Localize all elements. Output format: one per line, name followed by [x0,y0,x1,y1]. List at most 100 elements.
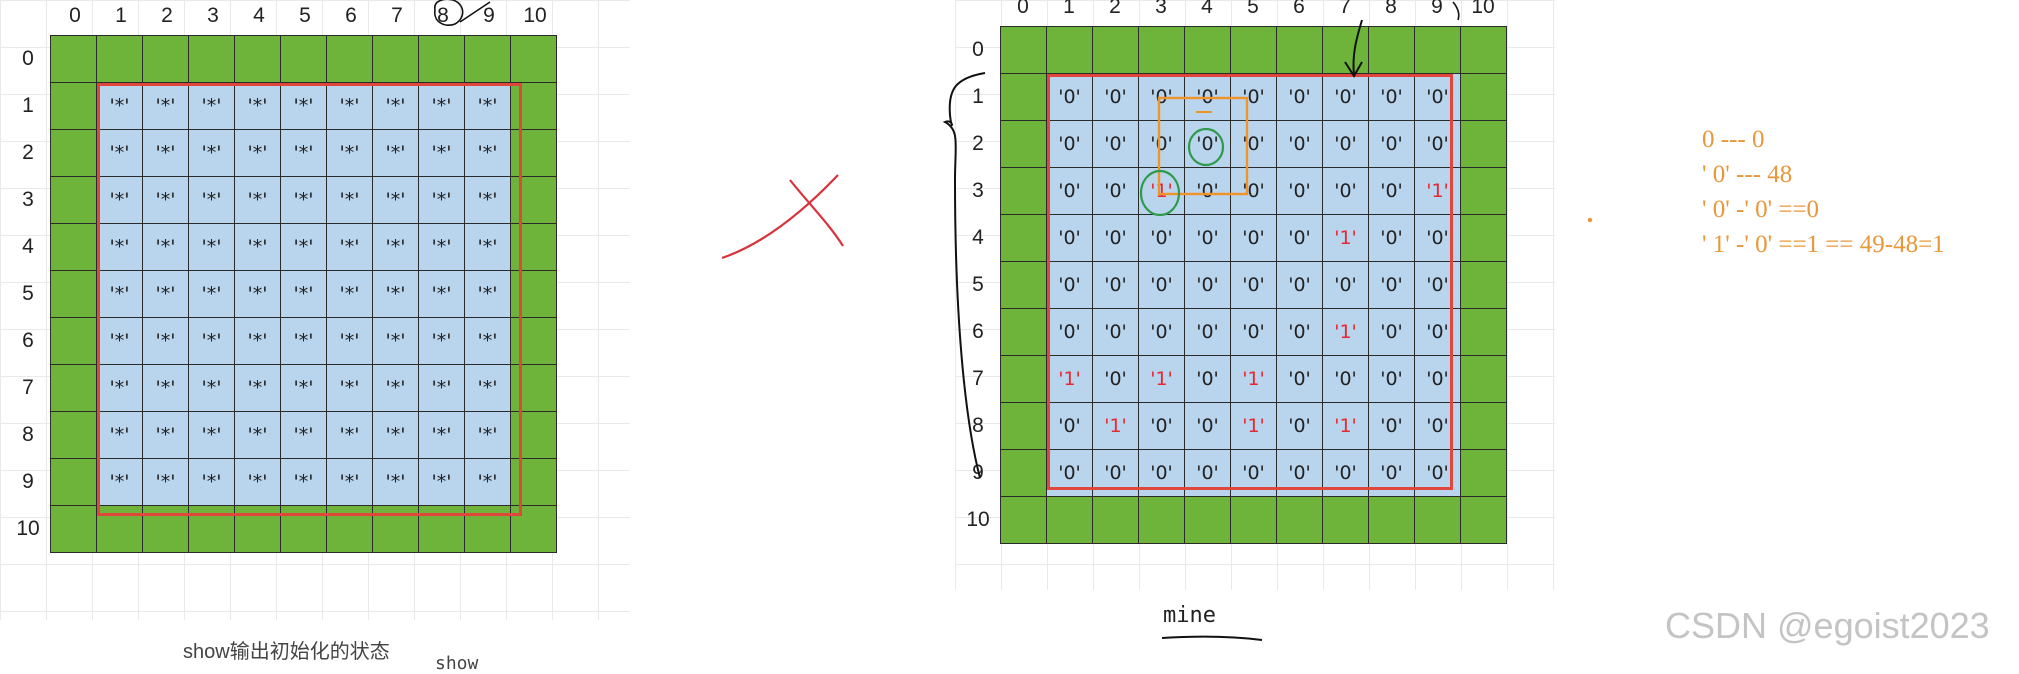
show-cell: '*' [97,271,143,318]
show-cell: '*' [189,177,235,224]
mine-cell: '0' [1093,121,1139,168]
mine-row-label-5: 5 [972,273,984,296]
mine-col-label-0: 0 [1017,0,1029,18]
mine-caption: mine [1163,603,1216,628]
mine-border-cell [1231,497,1277,544]
mine-cell: '0' [1369,356,1415,403]
mine-cell: '0' [1369,121,1415,168]
show-cell: '*' [465,177,511,224]
mine-cell: '0' [1369,215,1415,262]
show-cell: '*' [143,459,189,506]
mine-cell: '0' [1185,121,1231,168]
mine-cell: '0' [1047,403,1093,450]
mine-cell: '0' [1231,215,1277,262]
show-col-label-5: 5 [299,4,311,27]
mine-cell: '0' [1047,450,1093,497]
show-cell: '*' [373,224,419,271]
mine-cell: '0' [1369,74,1415,121]
show-cell: '*' [281,318,327,365]
mine-row-label-1: 1 [972,85,984,108]
show-cell: '*' [143,271,189,318]
mine-cell: '0' [1093,309,1139,356]
show-caption-handwritten: show [435,653,479,674]
show-border-cell [465,36,511,83]
show-cell: '*' [327,459,373,506]
mine-border-cell [1461,497,1507,544]
mine-cell: '0' [1093,450,1139,497]
show-cell: '*' [97,130,143,177]
mine-border-cell [1001,27,1047,74]
show-cell: '*' [327,365,373,412]
show-row-label-9: 9 [22,470,34,493]
mine-cell: '0' [1231,168,1277,215]
mine-cell: '0' [1415,262,1461,309]
mine-cell: '1' [1323,215,1369,262]
mine-cell: '0' [1231,450,1277,497]
show-cell: '*' [235,459,281,506]
show-cell: '*' [235,271,281,318]
mine-border-cell [1323,497,1369,544]
show-cell: '*' [327,83,373,130]
mine-col-label-4: 4 [1201,0,1213,18]
mine-cell: '0' [1185,356,1231,403]
show-border-cell [511,365,557,412]
mine-cell: '1' [1047,356,1093,403]
mine-cell: '0' [1047,309,1093,356]
mine-cell: '0' [1047,215,1093,262]
mine-border-cell [1001,121,1047,168]
show-border-cell [511,318,557,365]
show-border-cell [511,177,557,224]
mine-cell: '0' [1093,356,1139,403]
mine-border-cell [1001,497,1047,544]
show-cell: '*' [281,459,327,506]
mine-border-cell [1415,27,1461,74]
show-col-label-2: 2 [161,4,173,27]
show-cell: '*' [235,365,281,412]
show-cell: '*' [281,271,327,318]
mine-cell: '0' [1231,262,1277,309]
show-border-cell [419,36,465,83]
mine-cell: '0' [1415,215,1461,262]
mine-cell: '0' [1415,309,1461,356]
note-line-3: ' 1' -' 0' ==1 == 49-48=1 [1702,231,1945,258]
mine-row-label-8: 8 [972,414,984,437]
show-border-cell [51,130,97,177]
mine-border-cell [1001,74,1047,121]
mine-border-cell [1461,27,1507,74]
show-border-cell [51,271,97,318]
mine-cell: '1' [1415,168,1461,215]
mine-border-cell [1461,168,1507,215]
mine-cell: '0' [1093,168,1139,215]
show-cell: '*' [143,130,189,177]
mine-cell: '1' [1231,403,1277,450]
show-cell: '*' [189,365,235,412]
show-row-label-4: 4 [22,235,34,258]
mine-border-cell [1461,450,1507,497]
mine-cell: '1' [1231,356,1277,403]
mine-border-cell [1415,497,1461,544]
mine-cell: '0' [1323,168,1369,215]
show-border-cell [373,36,419,83]
show-border-cell [189,36,235,83]
show-cell: '*' [327,177,373,224]
show-cell: '*' [419,365,465,412]
mine-border-cell [1277,497,1323,544]
show-cell: '*' [143,224,189,271]
show-row-label-6: 6 [22,329,34,352]
mine-border-cell [1139,27,1185,74]
show-cell: '*' [235,83,281,130]
show-cell: '*' [189,83,235,130]
show-row-label-5: 5 [22,282,34,305]
mine-border-cell [1461,309,1507,356]
mine-cell: '0' [1185,74,1231,121]
mine-border-cell [1001,215,1047,262]
orange-dot [1587,217,1593,223]
show-cell: '*' [97,224,143,271]
show-col-label-1: 1 [115,4,127,27]
mine-cell: '0' [1185,168,1231,215]
mine-cell: '0' [1415,121,1461,168]
note-line-0: 0 --- 0 [1702,126,1765,153]
show-cell: '*' [97,318,143,365]
show-cell: '*' [465,271,511,318]
show-border-cell [97,36,143,83]
